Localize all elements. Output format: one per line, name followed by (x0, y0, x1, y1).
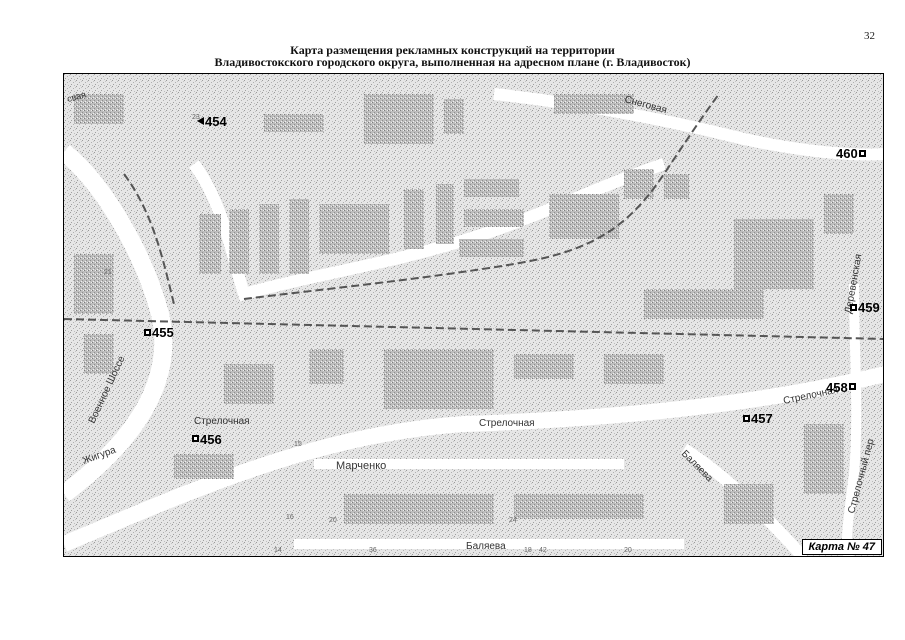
ad-markers[interactable]: 454 455 456 457 458 (144, 114, 880, 447)
railways (64, 93, 883, 340)
map-title-line-1: Карта размещения рекламных конструкций н… (290, 43, 615, 57)
house-number: 21 (104, 269, 112, 276)
map-frame[interactable]: Снеговая Стрелочная Стрелочная Стрелочна… (63, 73, 884, 557)
marker-label-455: 455 (152, 325, 174, 340)
marker-454[interactable]: 454 (197, 114, 227, 129)
street-label-streletchnaya-center: Стрелочная (479, 418, 535, 429)
house-number: 23 (192, 114, 200, 121)
house-number: 24 (509, 517, 517, 524)
street-label-balyaeva-south: Баляева (466, 541, 506, 552)
marker-458[interactable]: 458 (826, 380, 856, 395)
house-number: 36 (369, 547, 377, 554)
house-number: 15 (294, 441, 302, 448)
house-number: 20 (329, 517, 337, 524)
house-numbers: 21 23 16 20 24 42 36 15 14 18 20 (104, 114, 632, 554)
marker-label-457: 457 (751, 411, 773, 426)
house-number: 16 (286, 514, 294, 521)
map-title-line-2: Владивостокского городского округа, выпо… (214, 55, 691, 69)
street-label-svaya: свая (66, 89, 87, 104)
marker-460[interactable]: 460 (836, 146, 866, 161)
page-number: 32 (864, 30, 875, 42)
marker-label-458: 458 (826, 380, 848, 395)
marker-457[interactable]: 457 (743, 411, 773, 426)
house-number: 18 (524, 547, 532, 554)
marker-label-456: 456 (200, 432, 222, 447)
house-number: 14 (274, 547, 282, 554)
marker-456[interactable]: 456 (192, 432, 222, 447)
roads (64, 88, 883, 556)
marker-label-460: 460 (836, 146, 858, 161)
map-canvas[interactable]: Снеговая Стрелочная Стрелочная Стрелочна… (64, 74, 884, 557)
house-number: 42 (539, 547, 547, 554)
buildings (74, 94, 854, 524)
house-number: 20 (624, 547, 632, 554)
marker-459[interactable]: 459 (850, 300, 880, 315)
marker-label-459: 459 (858, 300, 880, 315)
marker-455[interactable]: 455 (144, 325, 174, 340)
map-title: Карта размещения рекламных конструкций н… (0, 44, 905, 68)
marker-label-454: 454 (205, 114, 227, 129)
map-number-label: Карта № 47 (801, 539, 882, 555)
street-label-streletchnaya-west: Стрелочная (194, 416, 250, 427)
street-label-marchenko: Марченко (336, 460, 386, 472)
